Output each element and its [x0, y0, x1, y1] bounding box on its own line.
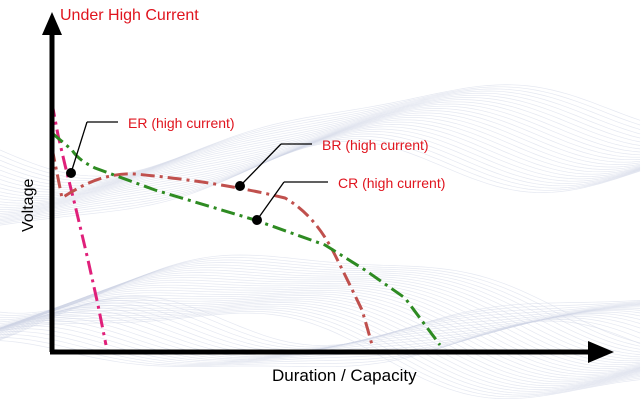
background-wave-line — [0, 287, 641, 373]
background-wave-line — [0, 279, 641, 367]
er-marker-dot — [66, 168, 76, 178]
background-wave-line — [0, 297, 641, 348]
background-wave-line — [0, 117, 641, 210]
background-wave-line — [0, 112, 641, 206]
er-label: ER (high current) — [128, 115, 235, 131]
background-wave-line — [0, 90, 641, 184]
background-wave-line — [0, 254, 641, 344]
background-wave-line — [0, 110, 641, 204]
x-axis-arrowhead — [588, 341, 614, 363]
diagram-title: Under High Current — [60, 7, 199, 24]
background-wave-line — [0, 114, 641, 208]
background-wave-line — [0, 293, 641, 379]
background-wave-line — [0, 140, 641, 226]
background-wave-line — [0, 108, 641, 202]
background-wave-line — [0, 97, 641, 191]
background-wave-line — [0, 131, 641, 220]
background-wave-line — [0, 305, 641, 392]
background-wave-line — [0, 133, 641, 222]
background-wave-line — [0, 300, 641, 387]
background-wave-line — [0, 284, 641, 371]
background-wave-line — [0, 101, 641, 195]
y-axis-arrowhead — [42, 12, 62, 35]
background-wave-line — [0, 128, 641, 219]
background-wave-line — [0, 94, 641, 188]
br-curve — [50, 147, 374, 346]
background-wave-line — [0, 291, 641, 377]
background-wave-line — [0, 289, 641, 375]
background-wave-line — [0, 99, 641, 193]
background-wave-line — [0, 298, 641, 385]
background-wave-line — [0, 105, 640, 200]
er-curve — [50, 102, 108, 346]
background-wave-line — [0, 92, 641, 186]
y-axis-label: Voltage — [20, 179, 37, 232]
br-leader-line — [239, 143, 282, 187]
background-wave-line — [0, 138, 641, 225]
background-wave-line — [0, 307, 641, 394]
x-axis-label: Duration / Capacity — [272, 366, 417, 385]
background-wave-line — [0, 303, 641, 390]
br-marker-dot — [235, 181, 245, 191]
cr-label: CR (high current) — [338, 175, 445, 191]
cr-leader-line — [256, 181, 285, 221]
background-wave-line — [0, 309, 641, 396]
background-wave-line — [0, 300, 641, 349]
background-wave-line — [0, 126, 641, 218]
er-leader-line — [70, 121, 88, 174]
cr-marker-dot — [252, 215, 262, 225]
background-wave-line — [0, 312, 641, 400]
background-wave-line — [0, 88, 641, 182]
background-wave-line — [0, 320, 641, 368]
cr-curve — [51, 131, 442, 346]
br-label: BR (high current) — [322, 137, 429, 153]
background-wave-line — [0, 295, 641, 346]
background-wave-line — [0, 103, 641, 197]
background-wave-line — [0, 277, 641, 366]
background-wave-line — [0, 135, 641, 223]
background-wave-line — [0, 319, 641, 366]
